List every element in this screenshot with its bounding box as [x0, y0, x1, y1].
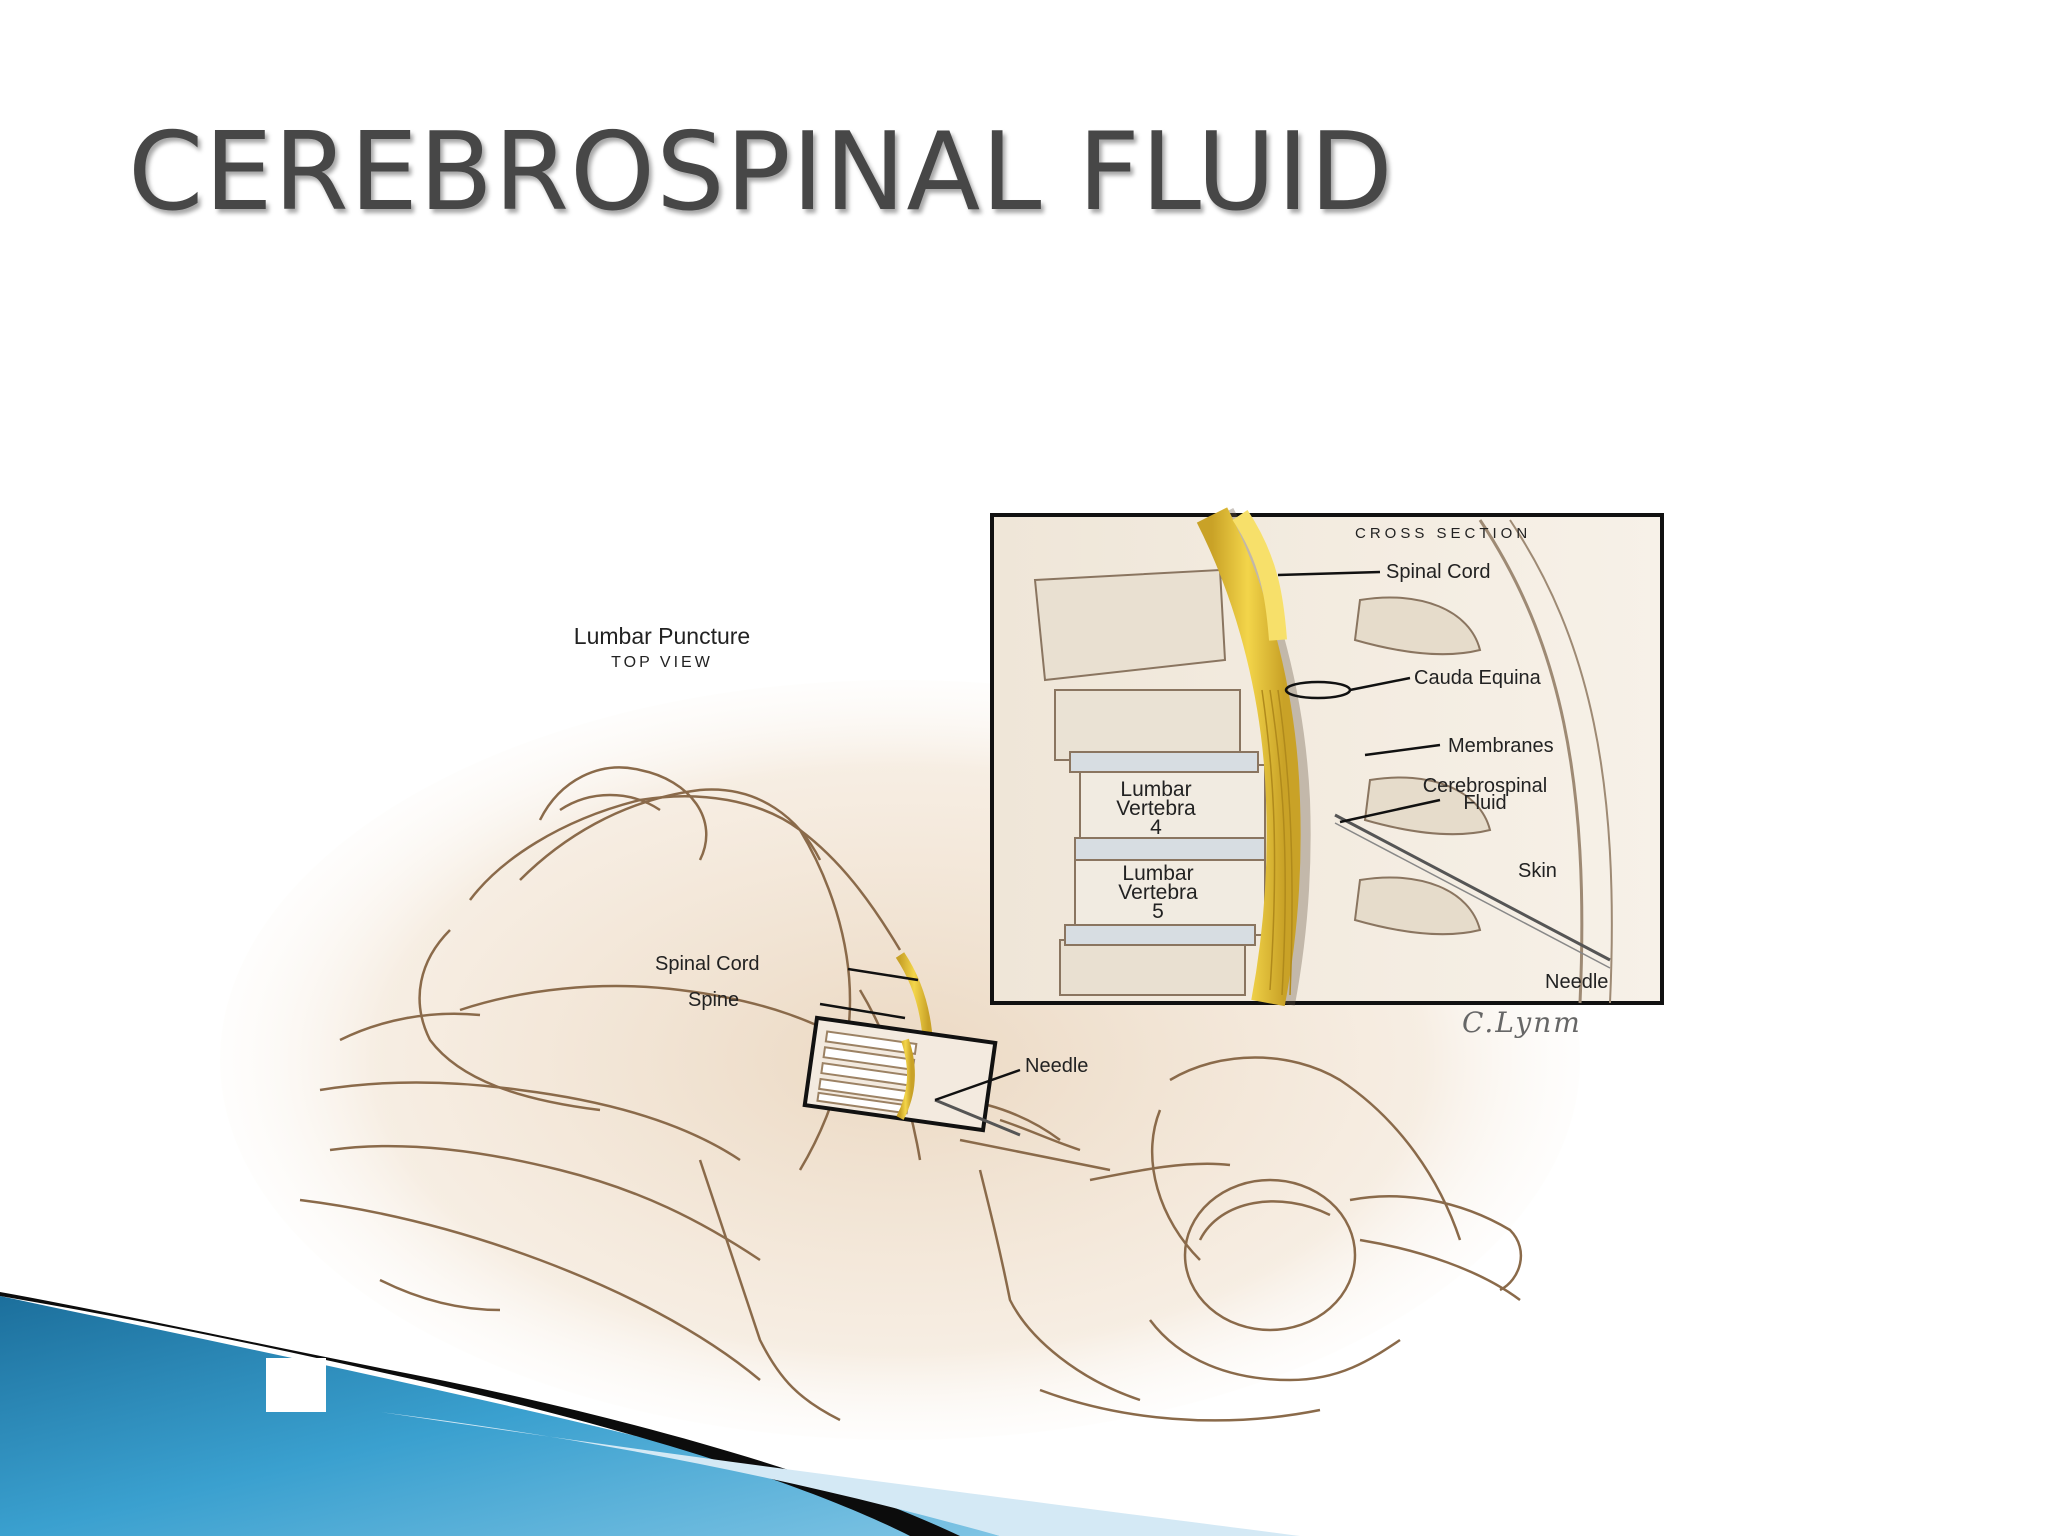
- main-title: Lumbar Puncture: [574, 623, 750, 649]
- main-needle: [934, 1098, 1021, 1137]
- inset-title: CROSS SECTION: [1355, 525, 1531, 542]
- inset-label-needle: Needle: [1545, 971, 1608, 993]
- inset-label-membranes: Membranes: [1448, 735, 1554, 757]
- artist-signature: C.Lynm: [1462, 1006, 1582, 1039]
- main-subtitle: TOP VIEW: [611, 654, 713, 671]
- inset-label-csf-line2: Fluid: [1463, 792, 1506, 814]
- inset-label-l4-line2: Vertebra: [1116, 797, 1196, 820]
- slide-title: CEREBROSPINAL FLUID: [128, 110, 1394, 235]
- inset-label-l5-line3: 5: [1152, 900, 1164, 923]
- inset-label-l5-line1: Lumbar: [1122, 862, 1193, 885]
- main-leaders: [819, 967, 1021, 1102]
- label-needle: Needle: [1025, 1055, 1088, 1077]
- inset-cross-section: [990, 507, 1664, 1007]
- clinician-figure: [959, 1056, 1523, 1422]
- label-spine: Spine: [688, 989, 739, 1011]
- detail-box: [802, 1015, 998, 1133]
- inset-label-l4-line3: 4: [1150, 816, 1162, 839]
- label-spinal-cord: Spinal Cord: [655, 953, 760, 975]
- inset-needle: [1334, 813, 1611, 962]
- inset-label-spinal-cord: Spinal Cord: [1386, 561, 1491, 583]
- inset-label-cauda-equina: Cauda Equina: [1414, 667, 1542, 689]
- figure-panel-edge: [266, 1358, 326, 1412]
- inset-label-skin: Skin: [1518, 860, 1557, 882]
- inset-label-l5-line2: Vertebra: [1118, 881, 1198, 904]
- inset-label-l4-line1: Lumbar: [1120, 778, 1191, 801]
- inset-label-csf-line1: Cerebrospinal: [1423, 775, 1548, 797]
